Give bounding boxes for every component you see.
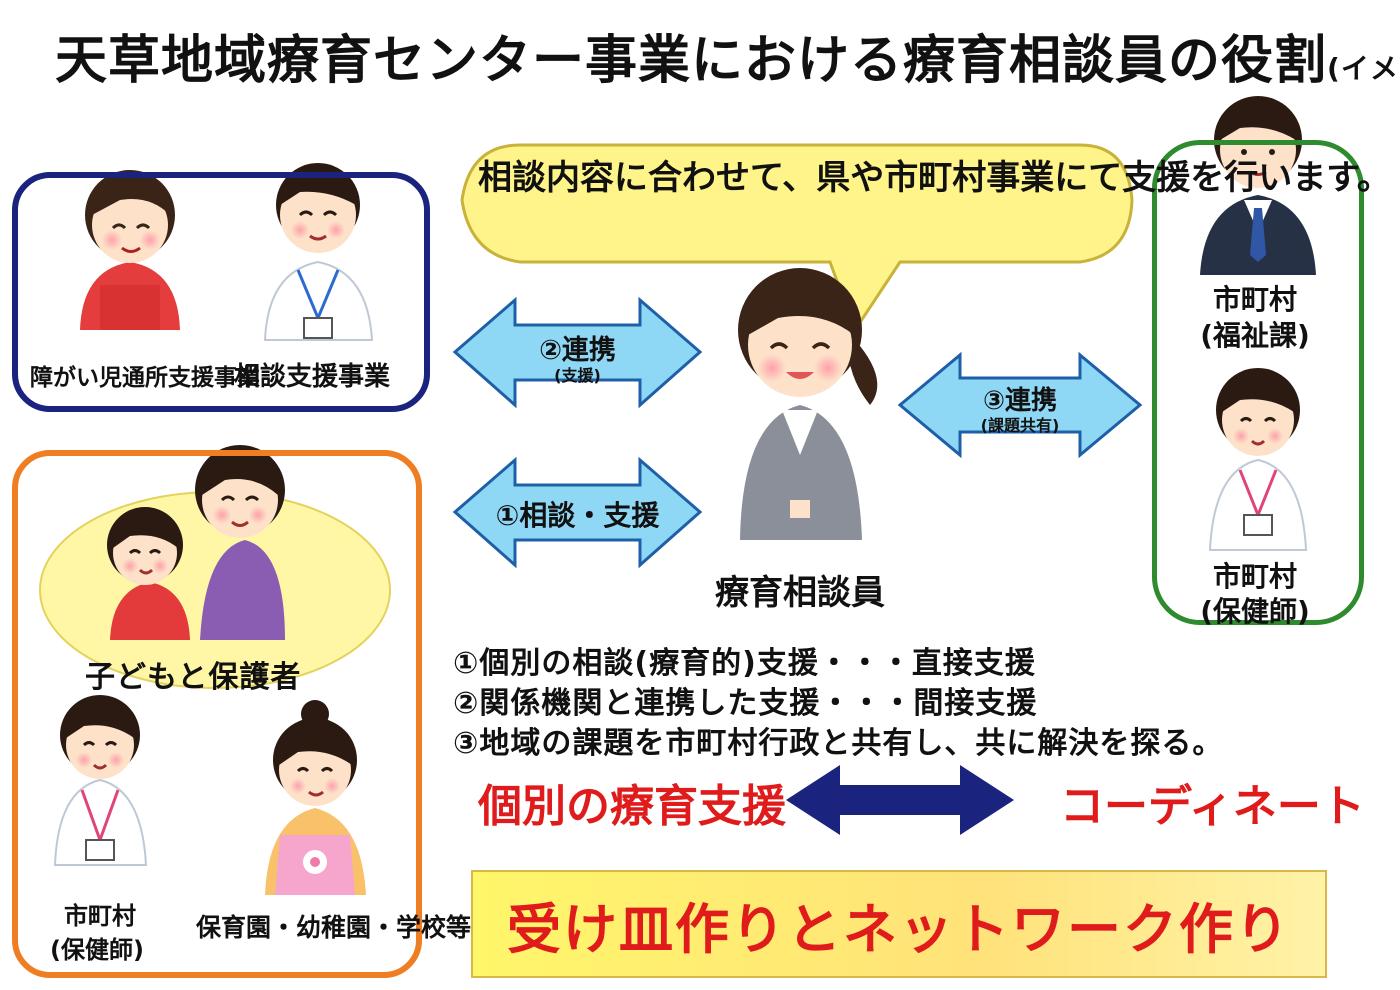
arrow-issue-sharing — [897, 351, 1143, 459]
consultant-illustration — [738, 268, 878, 540]
arrow-consultation-support — [452, 456, 703, 569]
family-box — [12, 450, 422, 978]
label-health-line1: 市町村 — [1212, 560, 1297, 593]
child-and-parent-illustration — [107, 445, 285, 640]
coordinate-label: コーディネート — [1060, 781, 1365, 832]
woman-red-apron-illustration — [80, 170, 180, 330]
page-title: 天草地域療育センター事業における療育相談員の役割(イメージ) — [55, 18, 1400, 93]
network-band — [471, 870, 1327, 978]
arrow1-label: ①相談・支援 — [495, 499, 660, 532]
arrow-collaboration-support — [452, 296, 703, 409]
label-family-nurse-line1: 市町村 — [64, 902, 136, 930]
title-main: 天草地域療育センター事業における療育相談員の役割 — [55, 31, 1328, 91]
label-consultant: 療育相談員 — [715, 573, 885, 613]
nursery-teacher-illustration — [265, 700, 366, 895]
speech-bubble-text: 相談内容に合わせて、県や市町村事業にて支援を行います。 — [478, 158, 1391, 198]
coordination-double-arrow — [786, 765, 1014, 835]
individual-support-label: 個別の療育支援 — [478, 781, 786, 832]
services-box — [12, 172, 430, 412]
arrow2-sub-label: (支援) — [554, 366, 601, 385]
label-consultation-support: 相談支援事業 — [234, 362, 391, 392]
label-health-line2: (保健師) — [1200, 595, 1310, 628]
label-child-and-guardian: 子どもと保護者 — [85, 660, 302, 695]
label-child-day-support: 障がい児通所支援事業 — [30, 365, 260, 391]
arrow2-main-label: ②連携 — [539, 335, 616, 366]
label-welfare-line2: (福祉課) — [1200, 319, 1310, 352]
nurse-illustration — [53, 695, 148, 866]
speech-bubble — [460, 143, 1134, 334]
role-2: ②関係機関と連携した支援・・・間接支援 — [453, 686, 1038, 721]
welfare-officer-illustration — [1200, 96, 1316, 275]
label-schools: 保育園・幼稚園・学校等 — [196, 913, 472, 942]
municipal-box — [1152, 140, 1364, 625]
label-welfare-line1: 市町村 — [1212, 283, 1297, 316]
male-staff-lanyard-illustration — [263, 163, 374, 341]
network-text: 受け皿作りとネットワーク作り — [507, 898, 1291, 961]
arrow3-sub-label: (課題共有) — [980, 416, 1060, 435]
role-1: ①個別の相談(療育的)支援・・・直接支援 — [453, 646, 1036, 681]
public-health-nurse-illustration — [1208, 368, 1308, 551]
role-3: ③地域の課題を市町村行政と共有し、共に解決を探る。 — [453, 726, 1224, 761]
arrow3-main-label: ③連携 — [982, 386, 1057, 416]
title-sub: (イメージ) — [1327, 52, 1400, 85]
label-family-nurse-line2: (保健師) — [50, 936, 144, 964]
